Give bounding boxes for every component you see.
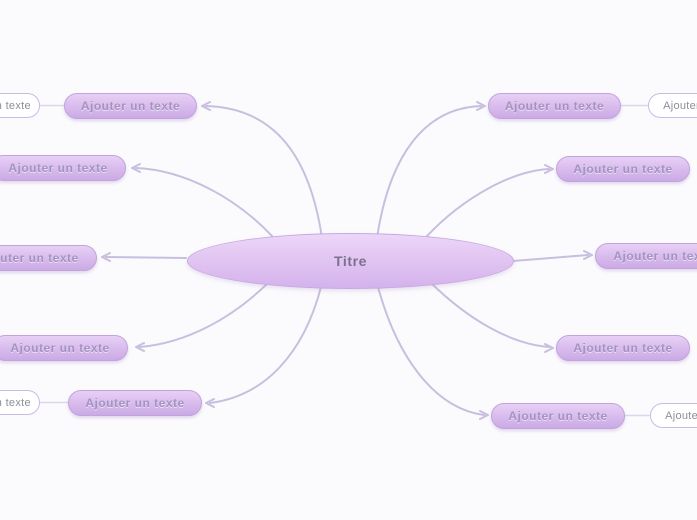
arrowhead-icon xyxy=(544,164,554,174)
branch-node-left-4[interactable]: Ajouter un texte xyxy=(0,335,128,361)
ghost-node-top-left[interactable]: Ajouter un texte xyxy=(0,93,40,118)
ghost-node-bottom-left[interactable]: Ajouter un texte xyxy=(0,390,40,415)
connector-curve xyxy=(135,167,273,237)
branch-node-right-2[interactable]: Ajouter un texte xyxy=(556,156,690,182)
central-topic-node[interactable]: Titre xyxy=(187,233,514,289)
arrowhead-icon xyxy=(205,398,215,408)
ghost-node-bottom-right[interactable]: Ajouter un texte xyxy=(650,403,697,428)
arrowhead-icon xyxy=(135,342,145,352)
branch-node-left-3[interactable]: Ajouter un texte xyxy=(0,245,97,271)
connector-curve xyxy=(426,168,550,237)
branch-node-right-4[interactable]: Ajouter un texte xyxy=(556,335,690,361)
branch-node-right-5[interactable]: Ajouter un texte xyxy=(491,403,625,429)
connector-curve xyxy=(376,105,482,239)
branch-node-right-3[interactable]: Ajouter un texte xyxy=(595,243,697,269)
arrowhead-icon xyxy=(544,343,554,353)
connector-curve xyxy=(139,282,269,348)
branch-node-left-1[interactable]: Ajouter un texte xyxy=(64,93,197,119)
arrowhead-icon xyxy=(101,252,111,262)
connector-line xyxy=(105,256,187,259)
connector-line xyxy=(512,254,589,262)
ghost-node-top-right[interactable]: Ajouter un texte xyxy=(648,93,697,118)
arrowhead-icon xyxy=(476,101,486,111)
arrowhead-icon xyxy=(583,250,593,260)
branch-node-left-5[interactable]: Ajouter un texte xyxy=(68,390,202,416)
connector-curve xyxy=(377,286,485,416)
arrowhead-icon xyxy=(131,163,141,173)
branch-node-right-1[interactable]: Ajouter un texte xyxy=(488,93,621,119)
arrowhead-icon xyxy=(479,410,489,420)
connector-curve xyxy=(430,282,550,348)
connector-curve xyxy=(205,105,323,239)
connector-curve xyxy=(209,286,322,404)
branch-node-left-2[interactable]: Ajouter un texte xyxy=(0,155,126,181)
arrowhead-icon xyxy=(201,101,211,111)
